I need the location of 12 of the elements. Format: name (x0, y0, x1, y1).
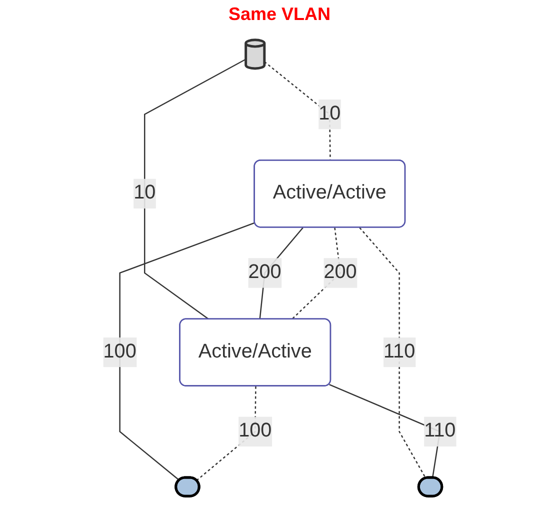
node-cylinder (244, 38, 266, 70)
edge-label: 10 (318, 103, 341, 124)
connector (359, 227, 426, 479)
connector (144, 58, 246, 320)
edge-label: 10 (134, 182, 156, 204)
edge-label: 100 (238, 420, 272, 442)
edge-label: 200 (324, 262, 357, 283)
edge-label: 110 (424, 420, 456, 442)
edge-label: 110 (383, 341, 416, 362)
annotation-text: Same VLAN (228, 4, 331, 24)
edge-label: 100 (103, 341, 136, 362)
edge-label: 200 (248, 262, 282, 283)
